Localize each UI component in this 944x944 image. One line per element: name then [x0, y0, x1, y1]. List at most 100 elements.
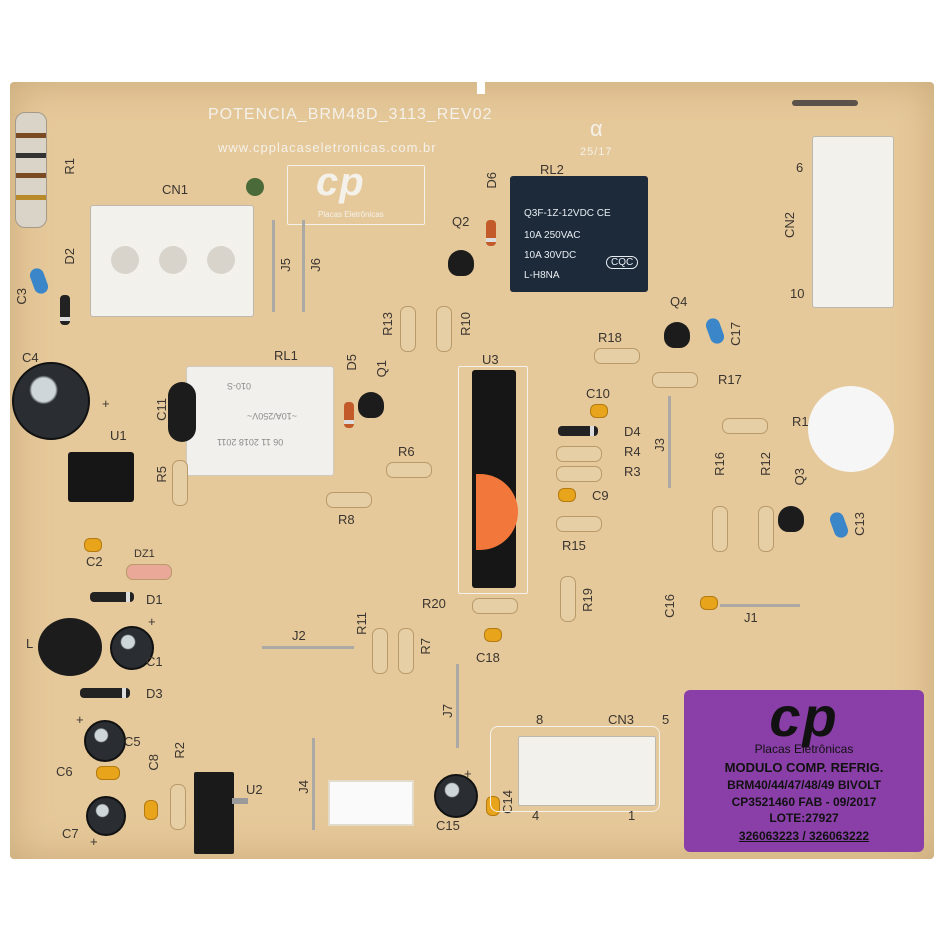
label-r13: R13: [380, 312, 395, 336]
label-r16: R16: [712, 452, 727, 476]
ic-u1: [68, 452, 134, 502]
resistor-r10: [436, 306, 452, 352]
label-q2: Q2: [452, 214, 470, 229]
label-j2: J2: [292, 628, 306, 643]
rl2-line2: 10A 250VAC: [524, 230, 581, 241]
silk-logo: cp: [316, 160, 365, 204]
connector-cn1: [90, 205, 254, 317]
label-r18: R18: [598, 330, 622, 345]
rl2-badge: CQC: [606, 256, 639, 269]
label-r8: R8: [338, 512, 355, 527]
label-d1: D1: [146, 592, 163, 607]
resistor-r5: [172, 460, 188, 506]
capacitor-c10: [590, 404, 608, 418]
label-d2: D2: [62, 248, 77, 265]
relay-rl2: Q3F-1Z-12VDC CE 10A 250VAC 10A 30VDC L-H…: [510, 176, 648, 292]
label-r12: R12: [758, 452, 773, 476]
label-u2: U2: [246, 782, 263, 797]
rl2-line3: 10A 30VDC: [524, 250, 577, 261]
resistor-r16: [712, 506, 728, 552]
label-c13: C13: [852, 512, 867, 536]
label-j5: J5: [278, 258, 293, 272]
jumper-j7: [456, 664, 459, 748]
power-resistor-r1: [15, 112, 47, 228]
capacitor-c8: [144, 800, 158, 820]
sticker-brand: Placas Eletrônicas: [754, 742, 854, 756]
label-r4: R4: [624, 444, 641, 459]
label-j7: J7: [440, 704, 455, 718]
label-r2: R2: [172, 742, 187, 759]
sticker-line1: MODULO COMP. REFRIG.: [724, 760, 884, 775]
label-j3: J3: [652, 438, 667, 452]
product-sticker: cp Placas Eletrônicas MODULO COMP. REFRI…: [684, 685, 924, 852]
label-c9: C9: [592, 488, 609, 503]
sticker-line3: CP3521460 FAB - 09/2017: [731, 795, 877, 809]
rl1-line3: 06 11 2018 2011: [217, 437, 284, 447]
alpha-mark: α: [590, 116, 604, 141]
label-d4: D4: [624, 424, 641, 439]
label-r17: R17: [718, 372, 742, 387]
board-title: POTENCIA_BRM48D_3113_REV02: [208, 106, 493, 123]
label-r19: R19: [580, 588, 595, 612]
label-cn3-pin4: 4: [532, 808, 540, 823]
cn3-outline: [490, 726, 660, 812]
diode-d3: [80, 688, 130, 698]
label-d5: D5: [344, 354, 359, 371]
label-cn2: CN2: [782, 212, 797, 239]
green-dot: [246, 178, 264, 196]
resistor-r18: [594, 348, 640, 364]
label-cn3-pin1: 1: [628, 808, 636, 823]
label-r1: R1: [62, 158, 77, 175]
label-c7-plus: +: [90, 834, 98, 849]
label-c6: C6: [56, 764, 73, 779]
resistor-r3: [556, 466, 602, 482]
capacitor-c4: [12, 362, 90, 440]
label-q4: Q4: [670, 294, 688, 309]
resistor-r13: [400, 306, 416, 352]
label-q1: Q1: [374, 360, 389, 378]
label-cn3: CN3: [608, 712, 635, 727]
jumper-j1: [720, 604, 800, 607]
label-c4: C4: [22, 350, 39, 365]
label-r15: R15: [562, 538, 586, 553]
resistor-r2: [170, 784, 186, 830]
silk-logo-sub: Placas Eletrônicas: [318, 210, 384, 219]
resistor-r7: [398, 628, 414, 674]
connector-cn2: [812, 136, 894, 308]
inductor-l: [38, 618, 102, 676]
resistor-r17: [652, 372, 698, 388]
label-rl2: RL2: [540, 162, 564, 177]
capacitor-c2: [84, 538, 102, 552]
resistor-r12: [758, 506, 774, 552]
transistor-q2: [448, 250, 474, 276]
capacitor-c11: [168, 382, 196, 442]
label-r10: R10: [458, 312, 473, 336]
label-c3: C3: [14, 288, 29, 305]
slot-mark: [792, 100, 858, 106]
date-code: 25/17: [580, 146, 613, 158]
label-r11: R11: [354, 612, 369, 635]
capacitor-c16: [700, 596, 718, 610]
mounting-hole: [808, 386, 894, 472]
label-c5: C5: [124, 734, 141, 749]
resistor-r15: [556, 516, 602, 532]
capacitor-c5: [84, 720, 126, 762]
label-j6: J6: [308, 258, 323, 272]
label-c8: C8: [146, 754, 161, 771]
sticker-line4: LOTE:27927: [769, 811, 839, 825]
jumper-j3: [668, 396, 671, 488]
diode-d6: [486, 220, 496, 246]
label-rl1: RL1: [274, 348, 298, 363]
resistor-r19: [560, 576, 576, 622]
label-c11: C11: [154, 398, 169, 421]
capacitor-c1: [110, 626, 154, 670]
diode-d5: [344, 402, 354, 428]
label-dz1: DZ1: [134, 548, 155, 560]
resistor-r8: [326, 492, 372, 508]
label-u3: U3: [482, 352, 499, 367]
zener-dz1: [126, 564, 172, 580]
label-cn1: CN1: [162, 182, 189, 197]
white-pad: [328, 780, 414, 826]
resistor-r11: [372, 628, 388, 674]
label-cn2-pin10: 10: [790, 286, 805, 301]
